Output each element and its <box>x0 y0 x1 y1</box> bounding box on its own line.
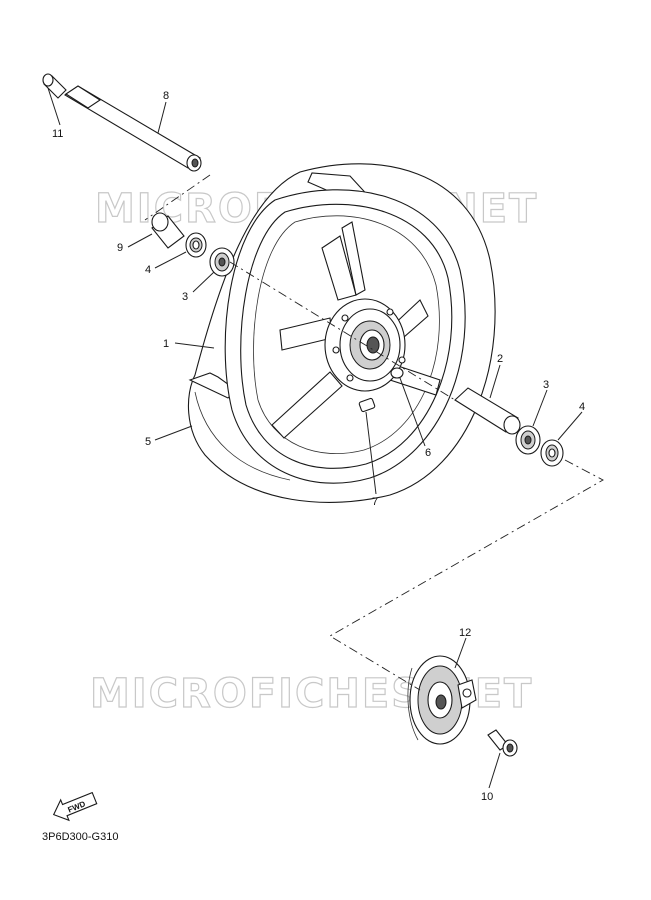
oil-seal-part-4-right <box>540 439 564 467</box>
callout-5: 5 <box>145 436 151 448</box>
callout-6: 6 <box>425 447 431 459</box>
axle-part-8 <box>63 85 202 172</box>
callout-2: 2 <box>497 353 503 365</box>
assembly-line-axle <box>144 174 211 221</box>
rotor-part-12 <box>407 655 477 745</box>
callout-11: 11 <box>52 128 63 140</box>
bearing-part-3-left <box>209 247 235 277</box>
callout-10: 10 <box>481 791 493 803</box>
collar-part-11 <box>42 73 67 99</box>
callout-8: 8 <box>163 90 169 102</box>
callout-4-left: 4 <box>145 264 151 276</box>
assembly-line-hub <box>229 261 456 401</box>
fwd-arrow-icon: FWD <box>52 791 98 822</box>
callout-9: 9 <box>117 242 123 254</box>
oil-seal-part-4-left <box>185 232 207 258</box>
callout-7: 7 <box>372 496 378 508</box>
bearing-part-3-right <box>515 425 541 455</box>
callout-3-right: 3 <box>543 379 549 391</box>
wheel-assembly <box>187 163 496 503</box>
assembly-line-right <box>329 459 604 691</box>
spacer-part-2 <box>454 387 521 435</box>
bolt-part-10 <box>487 729 518 757</box>
callout-4-right: 4 <box>579 401 585 413</box>
callout-12: 12 <box>459 627 471 639</box>
collar-part-9 <box>151 212 185 249</box>
callout-1: 1 <box>163 338 169 350</box>
diagram-code: 3P6D300-G310 <box>42 831 118 843</box>
leader-lines <box>47 87 583 789</box>
callout-3-left: 3 <box>182 291 188 303</box>
